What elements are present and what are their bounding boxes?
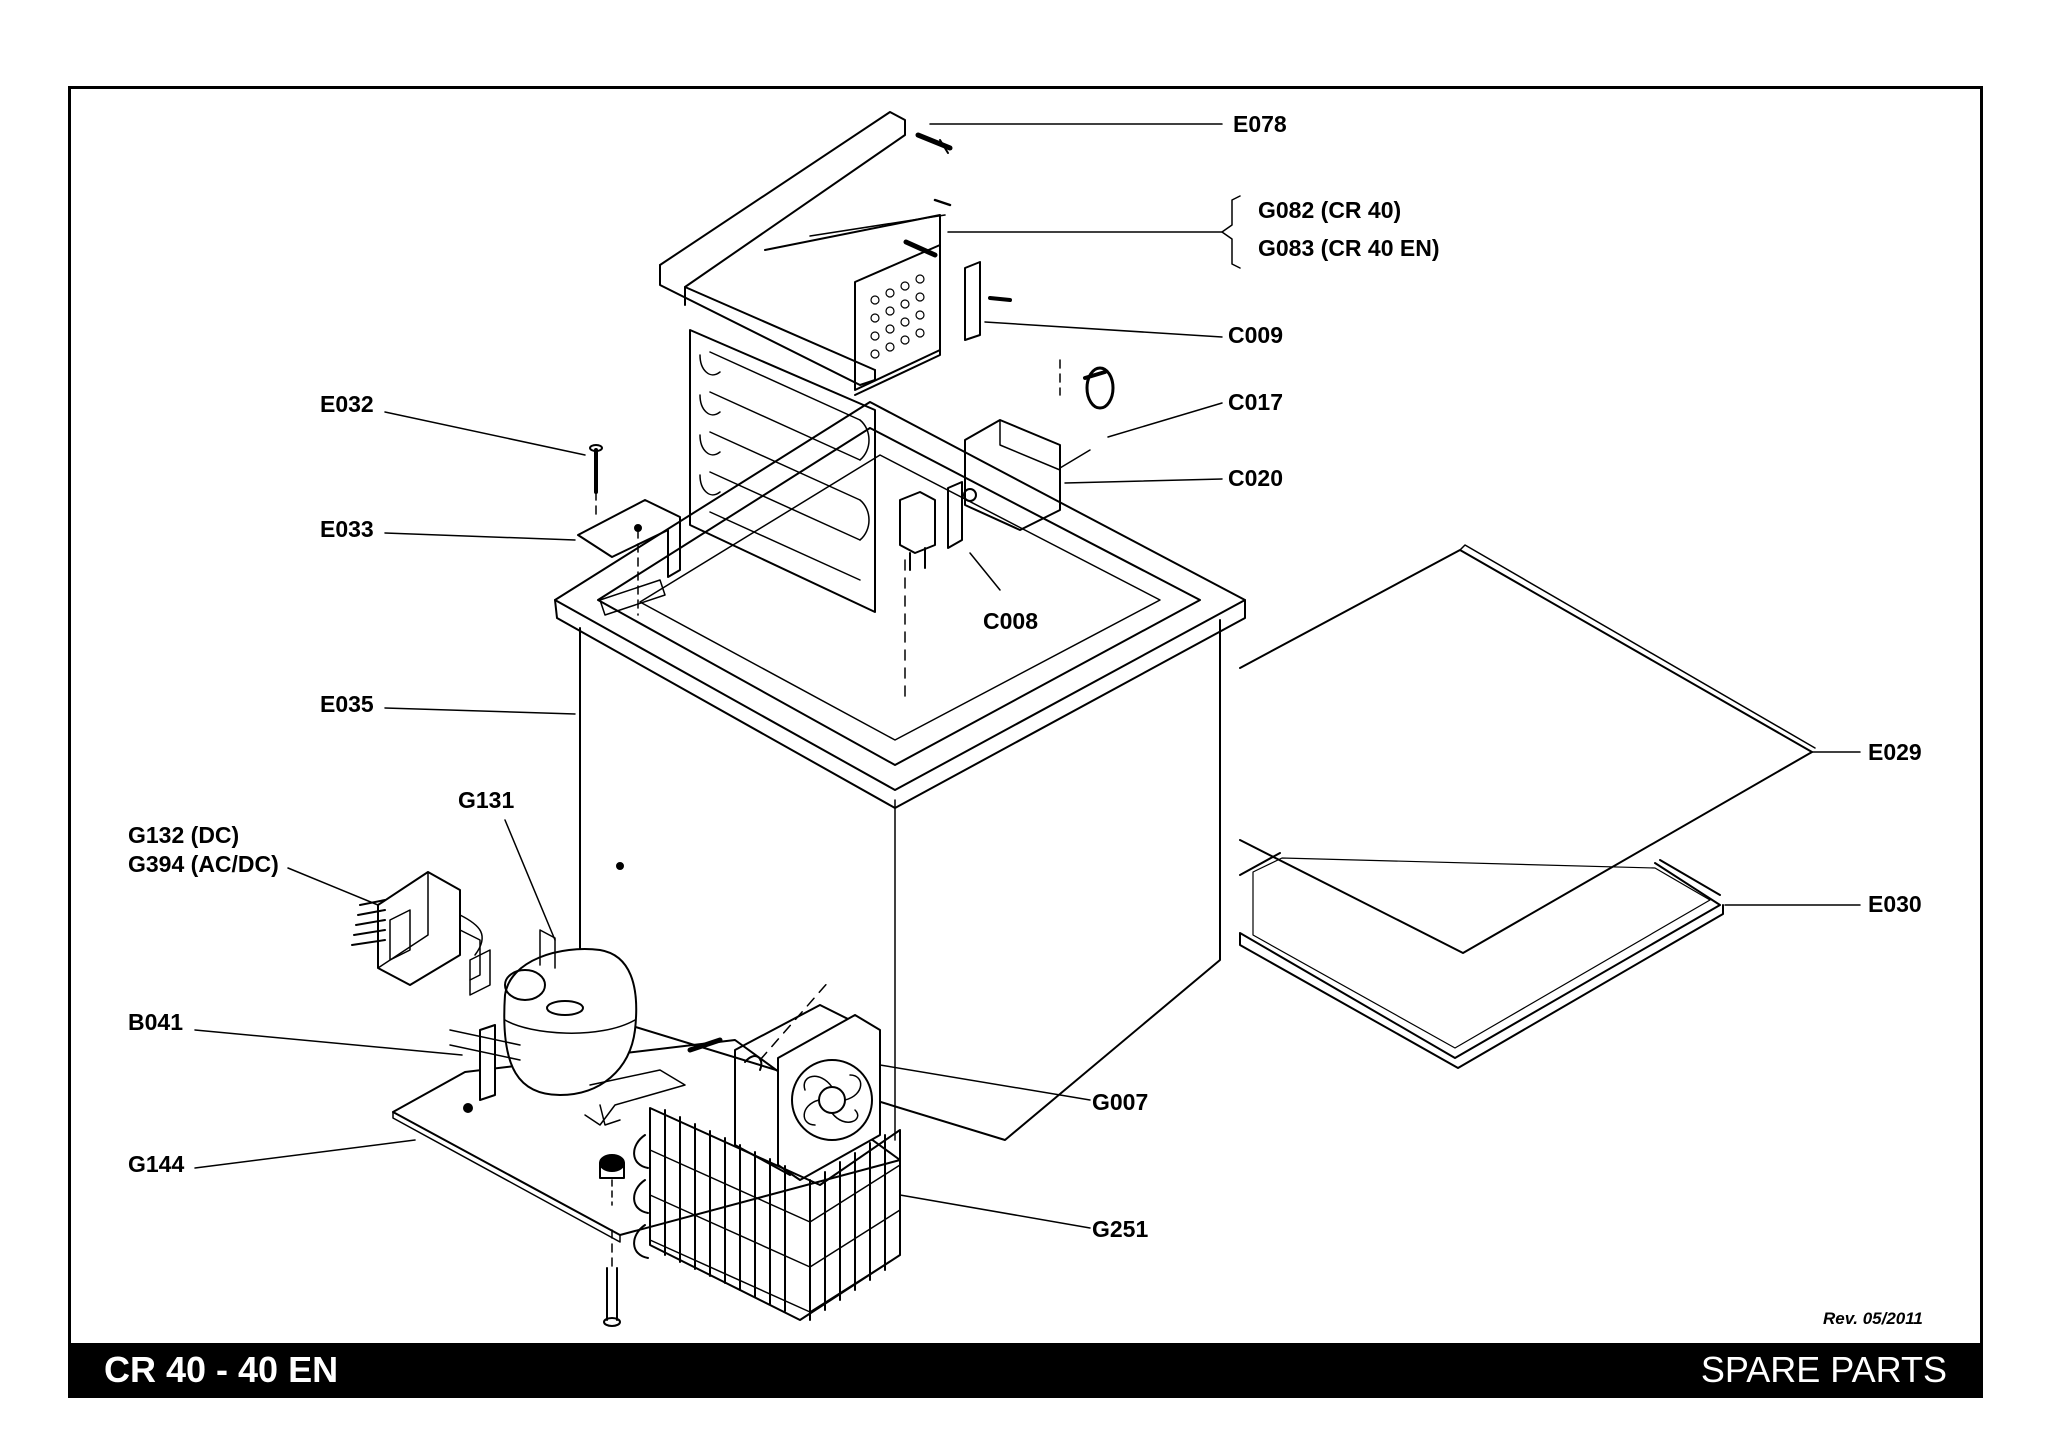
- callout-g131: G131: [458, 787, 514, 813]
- callout-c009: C009: [1228, 322, 1283, 348]
- callout-g394: G394 (AC/DC): [128, 851, 279, 877]
- lid-panel-e029: [1239, 544, 1816, 954]
- thermostat-housing: [964, 359, 1115, 531]
- perforated-plate: [854, 244, 941, 391]
- callout-g251: G251: [1092, 1216, 1148, 1242]
- compressor: [449, 929, 686, 1327]
- callout-e035: E035: [320, 691, 374, 717]
- screw-g082: [903, 239, 938, 258]
- callout-e078: E078: [1233, 111, 1287, 137]
- callout-b041: B041: [128, 1009, 183, 1035]
- cabinet-top-rim: [554, 401, 1246, 809]
- section-title: SPARE PARTS: [1700, 1349, 1947, 1390]
- callout-g083: G083 (CR 40 EN): [1258, 235, 1440, 261]
- callout-e033: E033: [320, 516, 374, 542]
- condenser: [633, 1107, 901, 1321]
- cabinet-body: [579, 619, 1221, 1141]
- screw-e078: [915, 132, 953, 154]
- thermostat-c008: [899, 481, 977, 701]
- callout-c017: C017: [1228, 389, 1283, 415]
- callout-g082: G082 (CR 40): [1258, 197, 1401, 223]
- callout-c020: C020: [1228, 465, 1283, 491]
- callout-g132: G132 (DC): [128, 822, 239, 848]
- footer-bar: CR 40 - 40 EN SPARE PARTS: [68, 1343, 1983, 1398]
- callout-e030: E030: [1868, 891, 1922, 917]
- upper-frame-bracket: [659, 111, 952, 396]
- callout-e032: E032: [320, 391, 374, 417]
- callout-c008: C008: [983, 608, 1038, 634]
- cooling-unit-panel: [689, 329, 876, 613]
- model-title: CR 40 - 40 EN: [104, 1349, 339, 1390]
- callout-g007: G007: [1092, 1089, 1148, 1115]
- gasket-e030: [1239, 852, 1724, 1069]
- callout-g144: G144: [128, 1151, 184, 1177]
- leader-lines: [194, 123, 1861, 1229]
- fan: [687, 979, 881, 1181]
- revision-note: Rev. 05/2011: [1823, 1309, 1923, 1328]
- transformer: [351, 871, 483, 986]
- callout-e029: E029: [1868, 739, 1922, 765]
- bracket-e033: [577, 444, 681, 616]
- bracket-c009: [964, 261, 1012, 341]
